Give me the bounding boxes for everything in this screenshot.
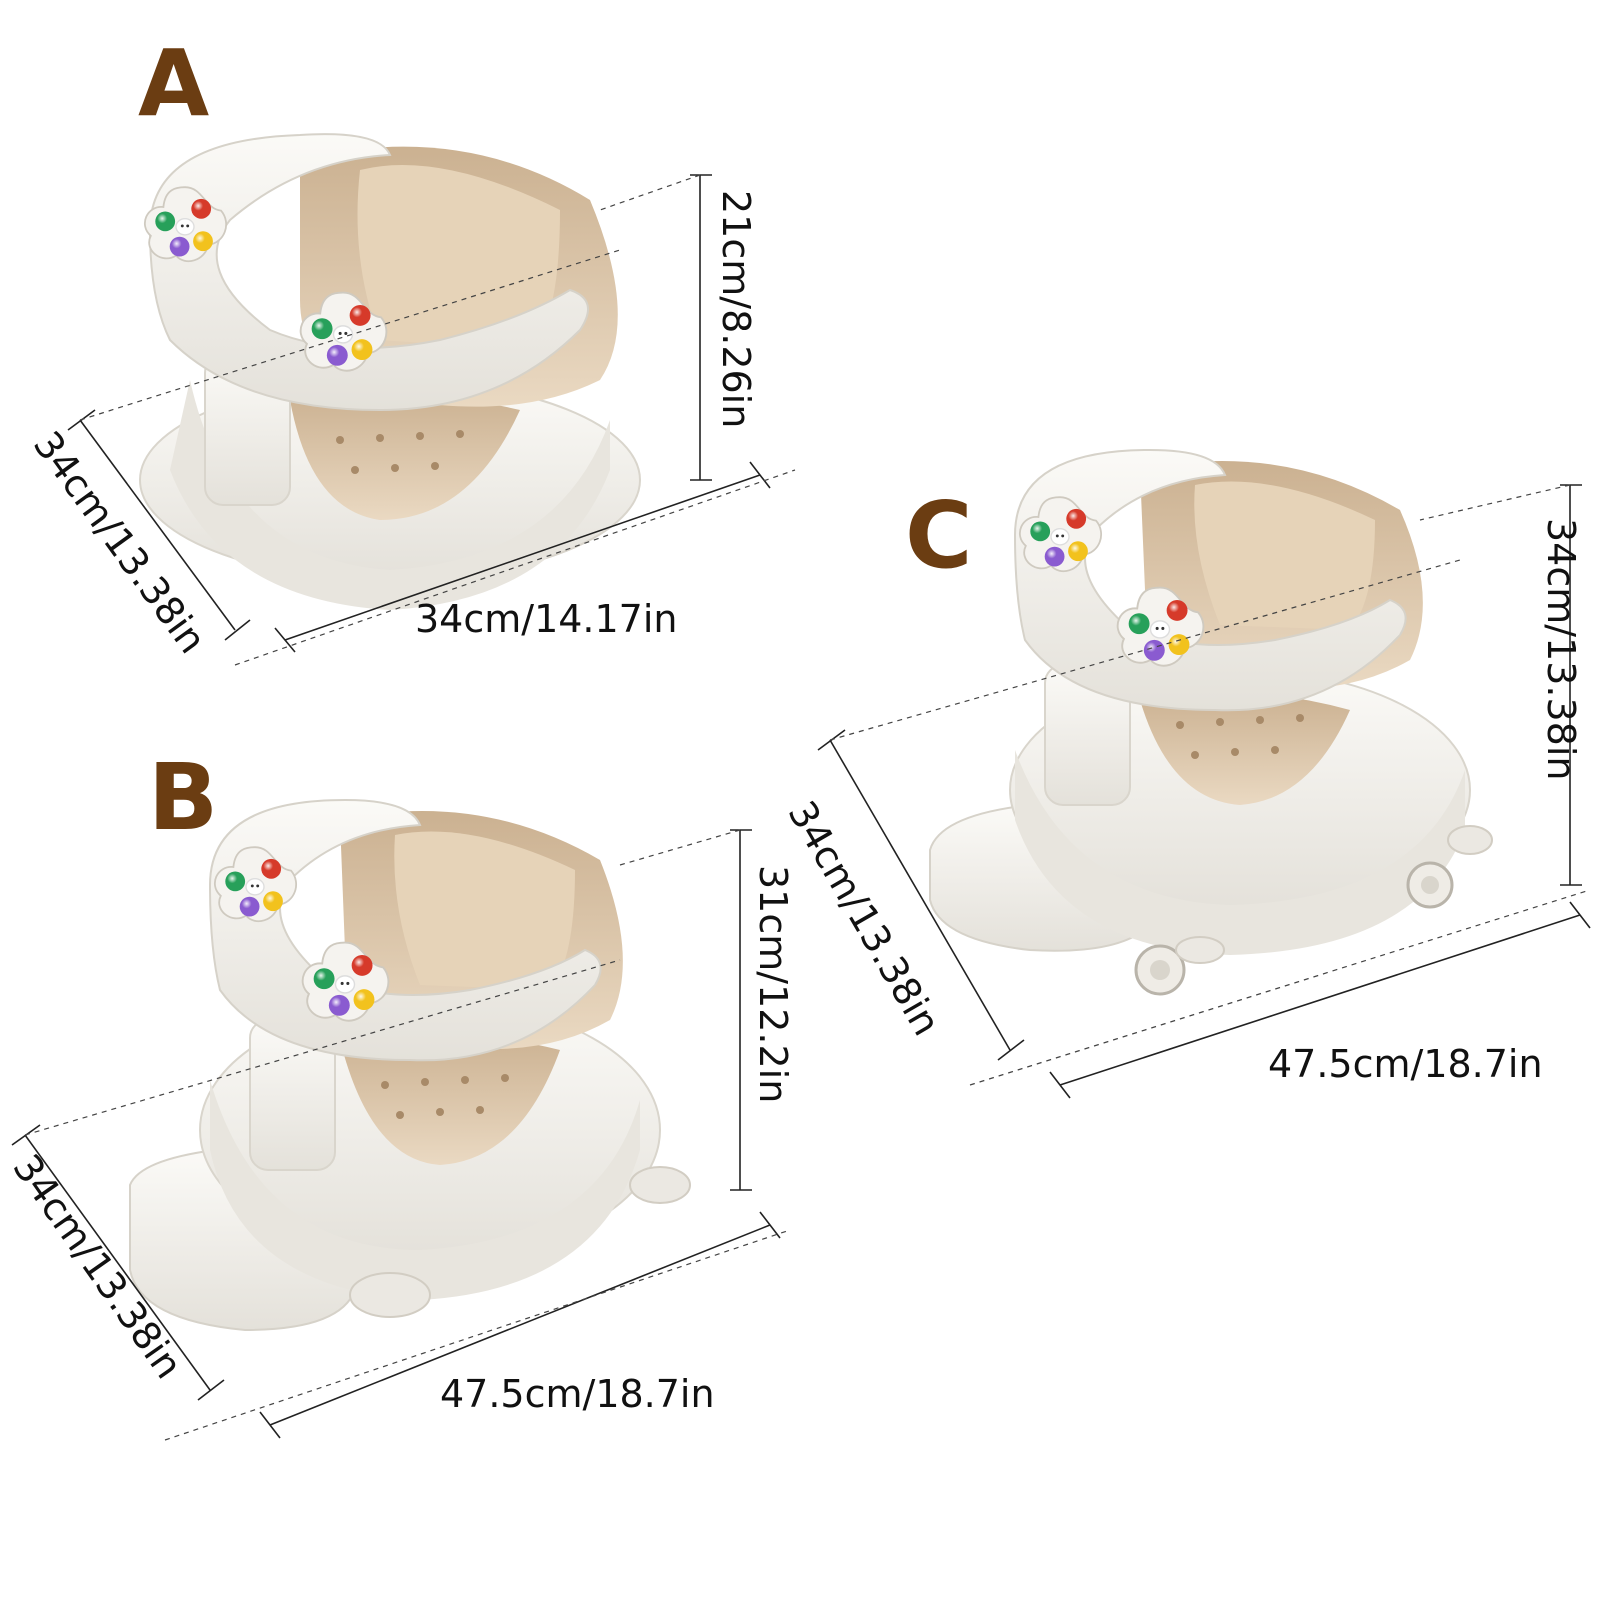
dim-label-a-width: 34cm/14.17in <box>415 597 678 641</box>
dim-line-b-depth <box>24 1134 211 1391</box>
variant-letter-c: C <box>905 482 973 589</box>
dim-line-c-width <box>1059 914 1581 1086</box>
dim-line-a-width <box>284 474 761 641</box>
dimension-lines <box>11 174 1591 1439</box>
variant-letter-b: B <box>148 744 219 851</box>
caster-wheel-icon <box>1406 861 1454 909</box>
dim-line-a-depth <box>79 419 236 631</box>
extension-lines <box>24 174 1591 1441</box>
dim-label-b-height: 31cm/12.2in <box>751 865 795 1104</box>
dim-label-c-height: 34cm/13.38in <box>1539 518 1583 781</box>
bath-seat-a-illustration <box>139 133 641 610</box>
dim-label-b-width: 47.5cm/18.7in <box>440 1372 715 1416</box>
caster-wheel-icon <box>1134 944 1186 996</box>
bath-seat-b-illustration <box>129 798 691 1332</box>
variant-letter-a: A <box>138 30 210 137</box>
dim-label-c-width: 47.5cm/18.7in <box>1268 1042 1543 1086</box>
dim-line-b-width <box>269 1224 771 1426</box>
bath-seat-c-illustration <box>929 448 1493 996</box>
dim-line-c-depth <box>829 739 1011 1051</box>
dim-label-a-height: 21cm/8.26in <box>714 190 758 429</box>
